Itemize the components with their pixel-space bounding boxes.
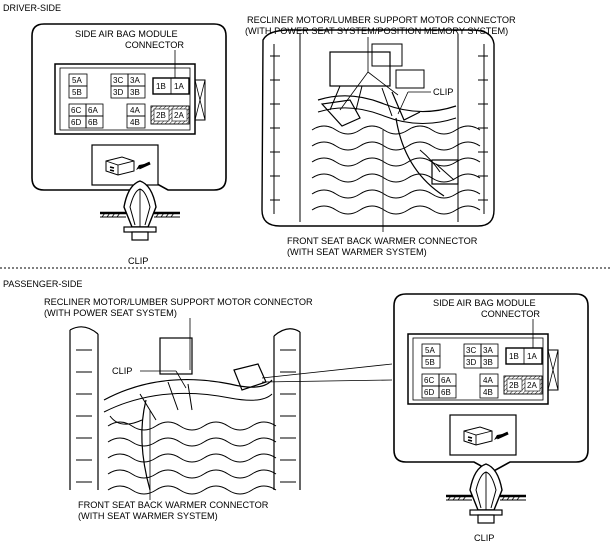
pin-label: 4B [130,118,140,127]
driver-recliner-connector-label: RECLINER MOTOR/LUMBER SUPPORT MOTOR CONN… [247,15,516,25]
pin-label: 4B [483,388,493,397]
pin-label: 2B [156,111,166,120]
driver-recliner-connector-label-2: (WITH POWER SEAT SYSTEM/POSITION MEMORY … [245,26,508,36]
passenger-clip-section [444,462,528,525]
pin-label: 4A [130,106,140,115]
pin-label: 1A [174,82,184,91]
driver-connector-face: 5A 5B 3C 3A 3D 3B 1B 1A 6C 6A 6D 6B 4A 4… [54,63,206,135]
passenger-connector-face: 5A 5B 3C 3A 3D 3B 1B 1A 6C 6A 6D 6B 4A 4… [407,333,559,405]
driver-connector-icon [90,143,160,187]
driver-airbag-connector-label: SIDE AIR BAG MODULE [75,29,178,39]
pin-label: 3C [466,346,476,355]
passenger-seat-warmer-connector-label: FRONT SEAT BACK WARMER CONNECTOR [78,500,269,510]
driver-clip-callout-label: CLIP [433,87,453,97]
pin-label: 6A [88,106,98,115]
pin-label: 6B [441,388,451,397]
pin-label: 3B [130,88,140,97]
pin-label: 6D [424,388,434,397]
pin-label: 6A [441,376,451,385]
pin-label: 3C [113,76,123,85]
pin-label: 1B [156,82,166,91]
driver-seat-back-drawing [261,29,495,227]
pin-label: 3B [483,358,493,367]
pin-label: 6B [88,118,98,127]
driver-seat-warmer-connector-label: FRONT SEAT BACK WARMER CONNECTOR [287,236,478,246]
pin-label: 3D [113,88,123,97]
pin-label: 6D [71,118,81,127]
pin-label: 2A [174,111,184,120]
pin-label: 5A [425,346,435,355]
passenger-airbag-callout-box [393,293,589,473]
passenger-bottom-clip-label: CLIP [474,533,494,543]
pin-label: 6C [71,106,81,115]
passenger-clip-callout-label: CLIP [112,366,132,376]
pin-label: 2B [509,381,519,390]
driver-side-title: DRIVER-SIDE [3,3,61,13]
passenger-side-section: PASSENGER-SIDE RECLINER MOTOR/LUMBER SUP… [3,279,589,543]
pin-label: 5B [72,88,82,97]
driver-bottom-clip-label: CLIP [128,256,148,266]
pin-label: 3A [483,346,493,355]
pin-label: 4A [483,376,493,385]
passenger-seat-warmer-connector-label-2: (WITH SEAT WARMER SYSTEM) [78,511,218,521]
passenger-airbag-connector-label-2: CONNECTOR [481,309,540,319]
driver-airbag-connector-label-2: CONNECTOR [125,40,184,50]
pin-label: 6C [424,376,434,385]
pin-label: 5A [72,76,82,85]
pin-label: 1B [509,352,519,361]
pin-label: 3A [130,76,140,85]
passenger-recliner-connector-label: RECLINER MOTOR/LUMBER SUPPORT MOTOR CONN… [44,297,313,307]
passenger-side-title: PASSENGER-SIDE [3,279,82,289]
passenger-recliner-connector-label-2: (WITH POWER SEAT SYSTEM) [44,308,177,318]
passenger-seat-back-drawing [69,326,301,495]
driver-side-section: DRIVER-SIDE SIDE AIR BAG MODULE CONNECTO… [3,3,516,266]
driver-airbag-callout-box [31,23,227,191]
pin-label: 1A [527,352,537,361]
pin-label: 3D [466,358,476,367]
driver-seat-warmer-connector-label-2: (WITH SEAT WARMER SYSTEM) [287,247,427,257]
passenger-connector-icon [448,413,518,457]
pin-label: 5B [425,358,435,367]
passenger-airbag-connector-label: SIDE AIR BAG MODULE [433,298,536,308]
pin-label: 2A [527,381,537,390]
